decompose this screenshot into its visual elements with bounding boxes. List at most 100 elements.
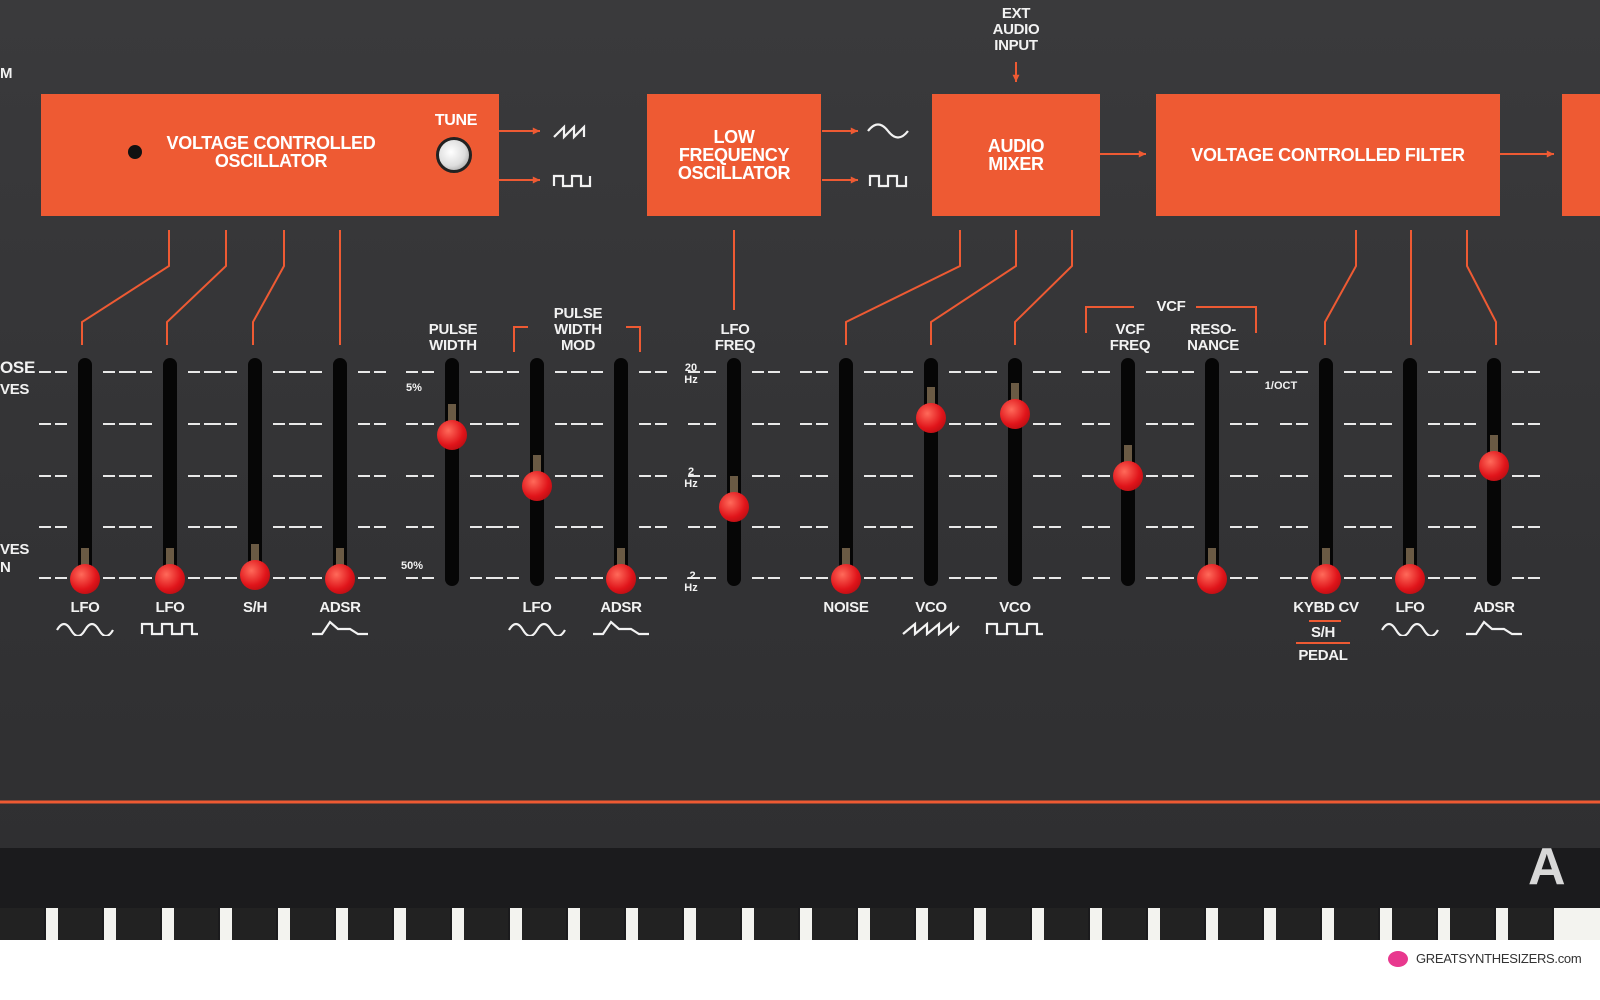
watermark-logo-icon bbox=[1388, 951, 1408, 967]
left-edge-label: OSE bbox=[0, 358, 36, 377]
pwm-adsr-slider-knob[interactable] bbox=[606, 564, 636, 594]
vco-block-title: VOLTAGE CONTROLLED OSCILLATOR bbox=[166, 133, 376, 171]
patch-line bbox=[252, 230, 285, 345]
black-key[interactable] bbox=[174, 908, 218, 940]
vcf-freq-slider-knob[interactable] bbox=[1113, 461, 1143, 491]
sine-wave-icon bbox=[56, 622, 114, 636]
pedal-sublabel: PEDAL bbox=[1298, 647, 1348, 664]
audio-mixer-block: AUDIO MIXER bbox=[932, 94, 1100, 216]
black-key[interactable] bbox=[464, 908, 508, 940]
black-key[interactable] bbox=[1160, 908, 1204, 940]
vco-mod-sh-slider-knob[interactable] bbox=[240, 559, 270, 590]
vcf-mod-kybd-slider-track[interactable] bbox=[1319, 358, 1333, 586]
vcf-mod-adsr-slider-knob[interactable] bbox=[1479, 450, 1509, 481]
arrow-head bbox=[532, 176, 540, 184]
mixer-noise-slider-knob[interactable] bbox=[831, 564, 861, 594]
mixer-vco-saw-slider-knob[interactable] bbox=[916, 403, 946, 434]
slider-stem bbox=[1406, 548, 1414, 576]
tune-knob[interactable] bbox=[436, 137, 472, 173]
black-key[interactable] bbox=[116, 908, 160, 940]
black-key[interactable] bbox=[1508, 908, 1552, 940]
vcf-mod-lfo-slider-track[interactable] bbox=[1403, 358, 1417, 586]
black-key[interactable] bbox=[580, 908, 624, 940]
vco-mod-lfo-square-slider-knob[interactable] bbox=[155, 564, 185, 594]
patch-line bbox=[1324, 230, 1357, 345]
pwm-adsr-slider-track[interactable] bbox=[614, 358, 628, 586]
patch-line bbox=[166, 230, 227, 345]
arrow-head bbox=[850, 127, 858, 135]
black-key[interactable] bbox=[1218, 908, 1262, 940]
lfo-freq-slider-track[interactable] bbox=[727, 358, 741, 586]
black-key[interactable] bbox=[232, 908, 276, 940]
vco-mod-adsr-slider-track[interactable] bbox=[333, 358, 347, 586]
black-key[interactable] bbox=[1392, 908, 1436, 940]
pulse-width-slider-knob[interactable] bbox=[437, 419, 467, 450]
mixer-vco-square-label: VCO bbox=[999, 599, 1031, 616]
white-key[interactable] bbox=[1554, 908, 1600, 940]
black-key[interactable] bbox=[522, 908, 566, 940]
mixer-noise-slider-track[interactable] bbox=[839, 358, 853, 586]
black-key[interactable] bbox=[638, 908, 682, 940]
slider-stem bbox=[448, 403, 456, 432]
vcf-freq-header: VCF FREQ bbox=[1109, 321, 1151, 354]
vco-mod-sh-slider-track[interactable] bbox=[248, 358, 262, 586]
black-key[interactable] bbox=[1044, 908, 1088, 940]
black-key[interactable] bbox=[928, 908, 972, 940]
slider-stem bbox=[81, 548, 89, 576]
black-key[interactable] bbox=[406, 908, 450, 940]
pwm-lfo-slider-knob[interactable] bbox=[522, 471, 552, 502]
left-edge-label: VES bbox=[0, 541, 30, 558]
oct-scale-label: 1/OCT bbox=[1264, 380, 1298, 392]
black-key[interactable] bbox=[870, 908, 914, 940]
vcf-mod-kybd-slider-knob[interactable] bbox=[1311, 564, 1341, 594]
black-key[interactable] bbox=[812, 908, 856, 940]
vcf-mod-kybd-label: KYBD CV bbox=[1293, 599, 1359, 616]
slider-stem bbox=[336, 548, 344, 576]
black-key[interactable] bbox=[696, 908, 740, 940]
vcf-mod-lfo-slider-knob[interactable] bbox=[1395, 564, 1425, 594]
patch-line bbox=[930, 230, 1017, 345]
lfo-freq-slider-knob[interactable] bbox=[719, 491, 749, 522]
resonance-slider-knob[interactable] bbox=[1197, 564, 1227, 594]
black-key[interactable] bbox=[1334, 908, 1378, 940]
pulse-width-header: PULSE WIDTH bbox=[428, 321, 478, 354]
vco-mod-lfo-sine-slider-knob[interactable] bbox=[70, 564, 100, 594]
vco-mod-lfo-square-label: LFO bbox=[155, 599, 185, 616]
vco-mod-adsr-slider-knob[interactable] bbox=[325, 564, 355, 594]
lfo-scale-bottom: .2 Hz bbox=[684, 570, 698, 594]
slider-stem bbox=[166, 548, 174, 576]
vco-mod-lfo-sine-slider-track[interactable] bbox=[78, 358, 92, 586]
black-key[interactable] bbox=[348, 908, 392, 940]
patch-line bbox=[845, 230, 961, 345]
led-indicator bbox=[128, 145, 142, 159]
watermark-text: GREATSYNTHESIZERS.com bbox=[1416, 951, 1582, 966]
black-key[interactable] bbox=[1102, 908, 1146, 940]
resonance-header: RESO- NANCE bbox=[1187, 321, 1239, 354]
slider-stem bbox=[730, 475, 738, 504]
black-key[interactable] bbox=[754, 908, 798, 940]
black-key[interactable] bbox=[1276, 908, 1320, 940]
black-key[interactable] bbox=[58, 908, 102, 940]
sine-wave-icon bbox=[1381, 622, 1439, 636]
pw-scale-top: 5% bbox=[406, 382, 422, 394]
vco-mod-lfo-square-slider-track[interactable] bbox=[163, 358, 177, 586]
pw-scale-bottom: 50% bbox=[400, 560, 424, 572]
pwm-adsr-label: ADSR bbox=[600, 599, 642, 616]
ext-audio-input-label: EXT AUDIO INPUT bbox=[992, 5, 1040, 54]
patch-line bbox=[81, 230, 170, 345]
sine-wave-icon bbox=[508, 622, 566, 636]
mixer-vco-square-slider-knob[interactable] bbox=[1000, 399, 1030, 430]
vcf-mod-lfo-label: LFO bbox=[1395, 599, 1425, 616]
black-key[interactable] bbox=[0, 908, 44, 940]
slider-stem bbox=[842, 548, 850, 576]
resonance-slider-track[interactable] bbox=[1205, 358, 1219, 586]
black-key[interactable] bbox=[986, 908, 1030, 940]
pulse-width-slider-track[interactable] bbox=[445, 358, 459, 586]
left-edge-label: N bbox=[0, 559, 11, 576]
patch-line bbox=[1014, 230, 1073, 345]
vco-block: VOLTAGE CONTROLLED OSCILLATOR TUNE bbox=[41, 94, 499, 216]
black-key[interactable] bbox=[290, 908, 334, 940]
black-key[interactable] bbox=[1450, 908, 1494, 940]
patch-line bbox=[513, 326, 528, 352]
